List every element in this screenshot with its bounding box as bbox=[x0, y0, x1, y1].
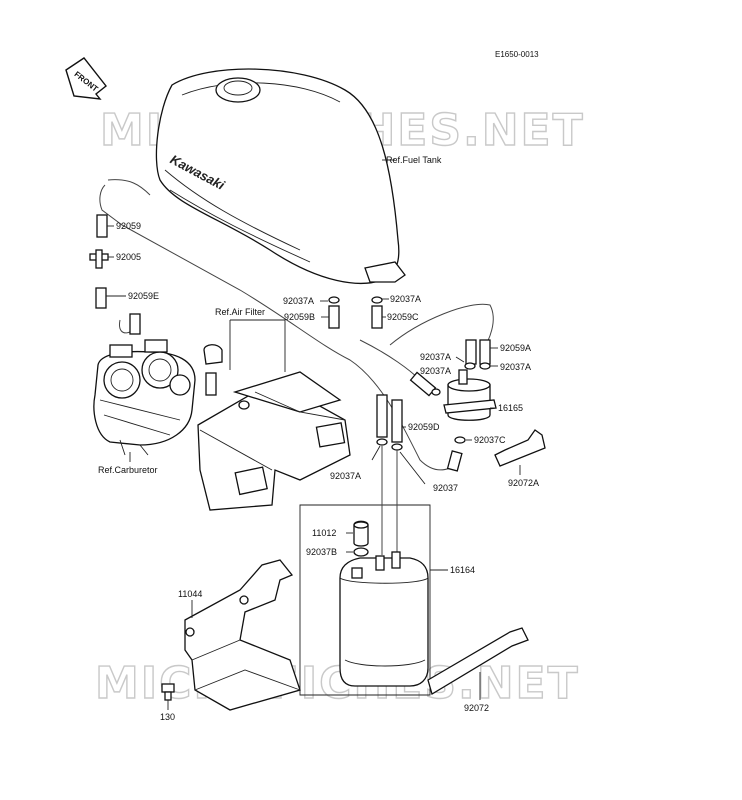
hose-92059A-1 bbox=[465, 339, 477, 365]
label-92037A-right[interactable]: 92037A bbox=[390, 294, 421, 304]
label-92072[interactable]: 92072 bbox=[464, 703, 489, 713]
hose-92059D-2 bbox=[391, 399, 403, 443]
label-92059E[interactable]: 92059E bbox=[128, 291, 159, 301]
label-92059C[interactable]: 92059C bbox=[387, 312, 419, 322]
label-92037A-right2[interactable]: 92037A bbox=[500, 362, 531, 372]
label-ref-air-filter[interactable]: Ref.Air Filter bbox=[215, 307, 265, 317]
fuel-tank: Kawasaki bbox=[155, 68, 406, 284]
fitting-92005 bbox=[89, 249, 109, 269]
hose-92059A-2 bbox=[479, 339, 491, 365]
label-92059[interactable]: 92059 bbox=[116, 221, 141, 231]
label-92037A-mid1[interactable]: 92037A bbox=[420, 352, 451, 362]
diagram-code: E1650-0013 bbox=[495, 50, 539, 59]
label-16164[interactable]: 16164 bbox=[450, 565, 475, 575]
label-ref-fuel-tank[interactable]: Ref.Fuel Tank bbox=[386, 155, 442, 165]
label-11044[interactable]: 11044 bbox=[178, 589, 202, 599]
air-filter-housing bbox=[197, 344, 351, 511]
label-92037A-bottom[interactable]: 92037A bbox=[330, 471, 361, 481]
label-ref-carburetor[interactable]: Ref.Carburetor bbox=[98, 465, 158, 475]
carburetor bbox=[93, 339, 196, 456]
canister-16164 bbox=[339, 551, 429, 687]
label-11012[interactable]: 11012 bbox=[312, 528, 336, 538]
label-92037A-mid2[interactable]: 92037A bbox=[420, 366, 451, 376]
front-arrow-icon: FRONT bbox=[65, 57, 107, 100]
hose-92059E bbox=[95, 287, 107, 309]
label-130[interactable]: 130 bbox=[160, 712, 175, 722]
hose-92059C bbox=[371, 305, 383, 329]
label-92037[interactable]: 92037 bbox=[433, 483, 458, 493]
watermark-bottom: MICROFICHES.NET bbox=[95, 658, 580, 709]
hose-92059D-1 bbox=[376, 394, 388, 438]
label-92059A[interactable]: 92059A bbox=[500, 343, 531, 353]
label-92037A-left[interactable]: 92037A bbox=[283, 296, 314, 306]
hose-92059B bbox=[328, 305, 340, 329]
label-92005[interactable]: 92005 bbox=[116, 252, 141, 262]
label-92072A[interactable]: 92072A bbox=[508, 478, 539, 488]
hose-92059 bbox=[96, 214, 108, 238]
label-92059D[interactable]: 92059D bbox=[408, 422, 440, 432]
label-92037C[interactable]: 92037C bbox=[474, 435, 506, 445]
label-16165[interactable]: 16165 bbox=[498, 403, 523, 413]
fuel-filter-16165 bbox=[443, 369, 497, 421]
strap-92072A bbox=[494, 429, 546, 467]
label-92059B[interactable]: 92059B bbox=[284, 312, 315, 322]
bracket-11044 bbox=[184, 559, 301, 711]
label-92037B[interactable]: 92037B bbox=[306, 547, 337, 557]
strap-92072 bbox=[427, 627, 529, 695]
